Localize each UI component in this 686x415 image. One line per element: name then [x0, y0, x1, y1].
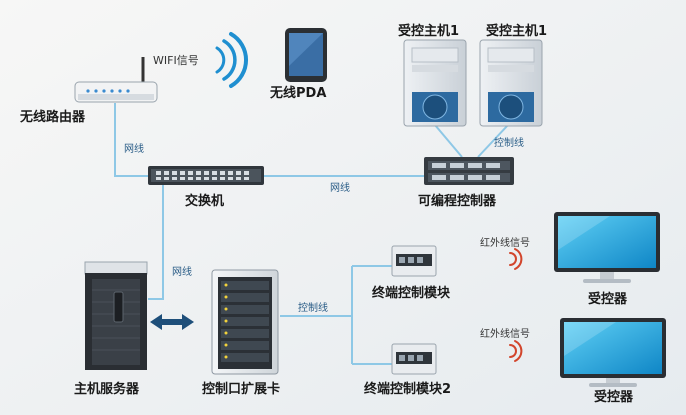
bidirectional-arrow-icon	[150, 314, 194, 330]
host-2-label: 受控主机1	[486, 24, 548, 39]
terminal-module-1-label: 终端控制模块	[372, 286, 451, 301]
ir-signal-2-label: 红外线信号	[480, 329, 530, 340]
monitor-2-device	[560, 318, 666, 387]
terminal-module-1-device	[391, 245, 437, 277]
pda-device	[285, 28, 327, 82]
line-switch-server	[148, 185, 164, 300]
ir-signal-1-label: 红外线信号	[480, 238, 530, 249]
host-1-device	[403, 39, 467, 127]
pda-label: 无线PDA	[270, 86, 327, 101]
terminal-module-2-device	[391, 343, 437, 375]
plc-device	[424, 157, 514, 185]
switch-label: 交换机	[185, 194, 225, 209]
router-switch-link-label: 网线	[124, 144, 144, 155]
router-device	[74, 57, 158, 103]
host-2-device	[479, 39, 543, 127]
ir-signal-1-icon	[509, 248, 523, 270]
line-plc-host1	[434, 124, 463, 158]
plc-hosts-link-label: 控制线	[494, 138, 524, 149]
switch-device	[148, 166, 264, 185]
expansion-card-label: 控制口扩展卡	[202, 382, 281, 397]
wifi-waves-icon	[215, 32, 249, 88]
controlled-2-label: 受控器	[594, 390, 634, 405]
terminal-module-2-label: 终端控制模块2	[364, 382, 452, 397]
monitor-1-device	[554, 212, 660, 283]
wifi-signal-label: WIFI信号	[153, 54, 199, 67]
plc-label: 可编程控制器	[418, 194, 497, 209]
line-router-switch	[114, 103, 150, 177]
server-label: 主机服务器	[74, 382, 140, 397]
server-device	[84, 261, 148, 370]
line-plc-host2	[477, 124, 509, 158]
router-label: 无线路由器	[20, 110, 86, 125]
connection-lines	[114, 103, 509, 365]
switch-server-link-label: 网线	[172, 267, 192, 278]
card-modules-link-label: 控制线	[298, 303, 328, 314]
expansion-card-device	[211, 269, 279, 375]
host-1-label: 受控主机1	[398, 24, 460, 39]
switch-plc-link-label: 网线	[330, 183, 350, 194]
ir-signal-2-icon	[509, 340, 523, 362]
controlled-1-label: 受控器	[588, 292, 628, 307]
